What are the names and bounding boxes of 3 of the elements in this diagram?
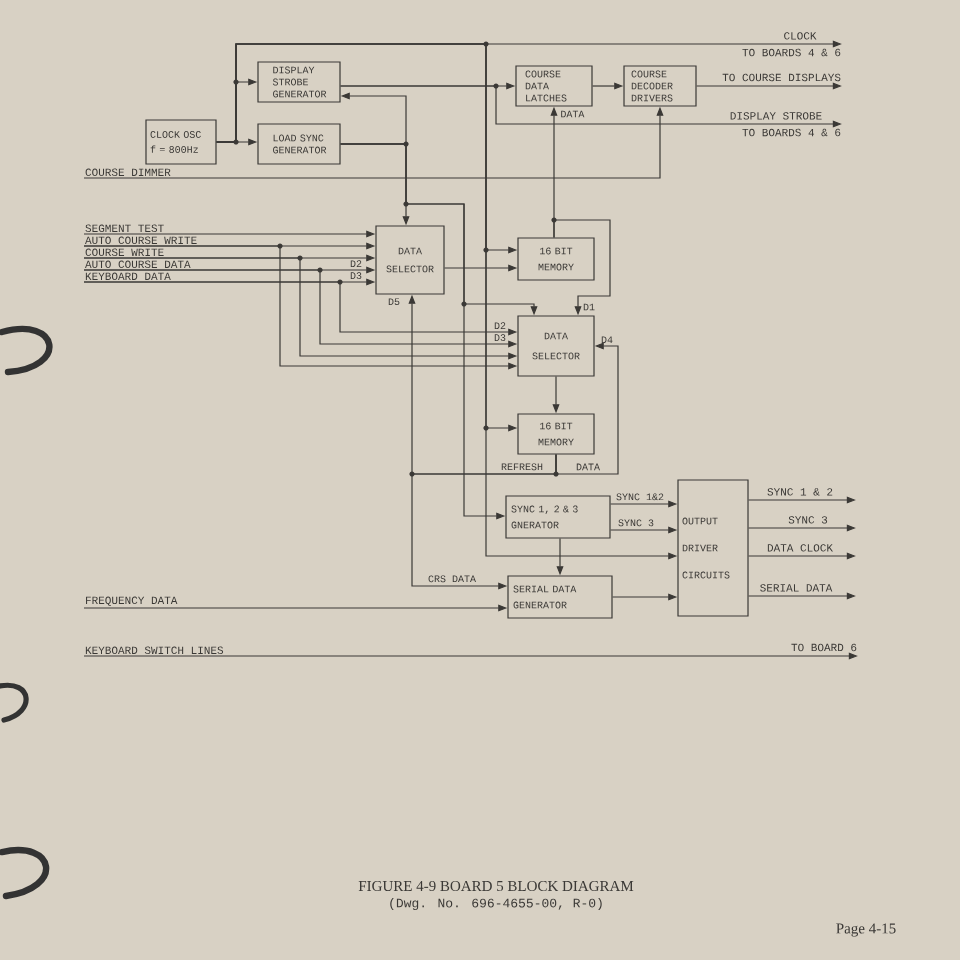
arrow: [411, 454, 557, 590]
arrow: [555, 342, 619, 475]
arrow: [340, 92, 407, 145]
